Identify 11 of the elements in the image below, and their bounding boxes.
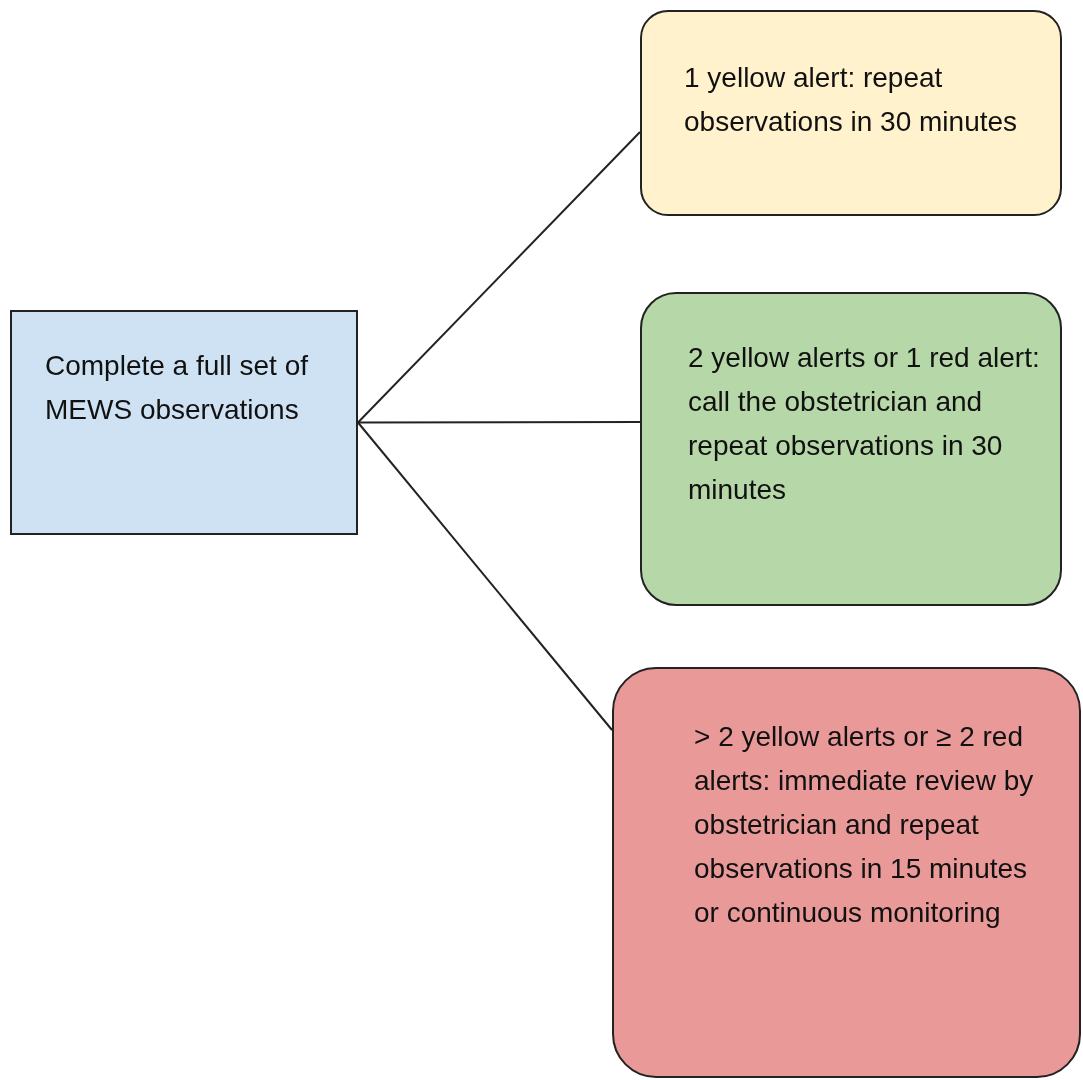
node-text: Complete a full set of MEWS observations: [45, 349, 310, 427]
connector-line: [357, 421, 641, 424]
rounded-box: [640, 10, 1062, 216]
node-text: > 2 yellow alerts or ≥ 2 red alerts: immediate review by obstetrician and repeat observations in 15 minutes or continuous monitoring: [694, 720, 1035, 930]
rounded-box: [612, 667, 1081, 1078]
node-text: 2 yellow alerts or 1 red alert: call the obstetrician and repeat observations in 30 minutes: [688, 341, 1040, 507]
connector-line: [357, 131, 641, 424]
process-box: [10, 310, 358, 535]
rounded-box: [640, 292, 1062, 606]
connector-line: [357, 421, 613, 731]
node-text: 1 yellow alert: repeat observations in 30 minutes: [684, 61, 1019, 139]
